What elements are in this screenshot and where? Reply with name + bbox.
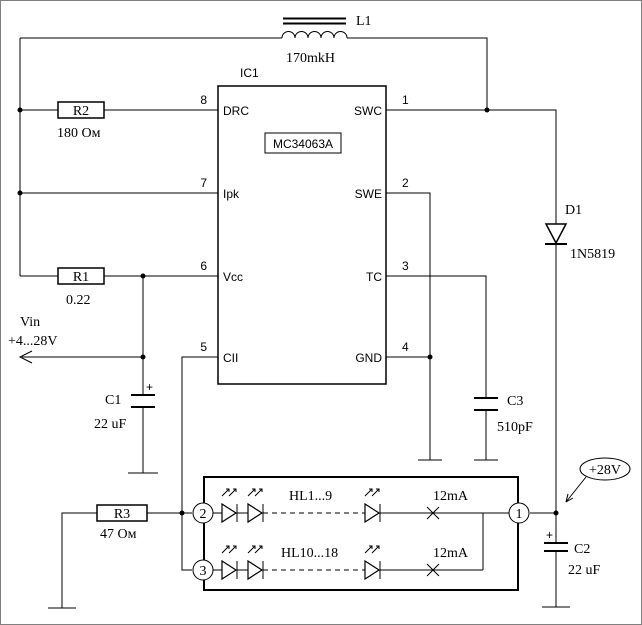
terminal-3-label: 3 xyxy=(200,564,207,579)
diode-d1: D1 1N5819 xyxy=(544,203,615,262)
string-2-current: 12mA xyxy=(433,546,469,561)
resistor-r2: R2 180 Ом xyxy=(57,101,105,141)
r1-value-label: 0.22 xyxy=(66,293,91,308)
pin8-number: 8 xyxy=(200,93,207,107)
inductor-l1: L1 170mkH xyxy=(281,14,372,66)
r2-ref-label: R2 xyxy=(73,104,89,119)
wire-network xyxy=(19,37,570,608)
pin5-name: CII xyxy=(223,351,238,365)
c2-polarity-mark: + xyxy=(546,528,553,542)
r3-value-label: 47 Ом xyxy=(100,527,137,542)
r3-ref-label: R3 xyxy=(114,507,130,522)
ic1-body xyxy=(217,85,387,385)
c2-value-label: 22 uF xyxy=(568,563,601,578)
pin1-name: SWC xyxy=(354,104,382,118)
resistor-r3: R3 47 Ом xyxy=(96,504,148,542)
terminal-1-label: 1 xyxy=(516,507,523,522)
pin6-number: 6 xyxy=(200,259,207,273)
led-string-2: HL10...18 12mA xyxy=(213,545,483,581)
output-voltage: +28V xyxy=(565,457,631,503)
string-2-label: HL10...18 xyxy=(281,546,338,561)
pin1-number: 1 xyxy=(402,93,409,107)
pin2-number: 2 xyxy=(402,176,409,190)
r1-ref-label: R1 xyxy=(73,270,89,285)
ic1-part-label: MC34063A xyxy=(273,137,333,151)
ic1-ref-label: IC1 xyxy=(240,66,259,80)
pin2-name: SWE xyxy=(355,187,382,201)
pin4-number: 4 xyxy=(402,340,409,354)
led-emission-arrows-1 xyxy=(221,488,380,497)
output-voltage-label: +28V xyxy=(589,463,621,478)
c1-value-label: 22 uF xyxy=(94,417,127,432)
pin3-name: TC xyxy=(366,270,382,284)
pin5-number: 5 xyxy=(200,340,207,354)
c1-ref-label: C1 xyxy=(105,393,121,408)
capacitor-c1: + C1 22 uF xyxy=(94,380,155,432)
l1-value-label: 170mkH xyxy=(286,51,335,66)
r2-value-label: 180 Ом xyxy=(57,126,101,141)
ic1-part-box xyxy=(264,132,342,154)
led-string-1: HL1...9 12mA xyxy=(213,488,509,570)
pin6-name: Vcc xyxy=(223,270,243,284)
pin7-name: Ipk xyxy=(223,187,240,201)
resistor-r1: R1 0.22 xyxy=(57,267,105,308)
pin4-name: GND xyxy=(355,351,382,365)
d1-ref-label: D1 xyxy=(565,203,582,218)
pin7-number: 7 xyxy=(200,176,207,190)
ic1-mc34063a: IC1 MC34063A 8 DRC 7 Ipk 6 Vcc 5 CII 1 S… xyxy=(200,66,409,385)
vin-name-label: Vin xyxy=(20,315,40,330)
capacitor-c2: + C2 22 uF xyxy=(544,528,601,578)
d1-part-label: 1N5819 xyxy=(570,247,615,262)
c1-polarity-mark: + xyxy=(146,380,153,394)
string-1-label: HL1...9 xyxy=(289,489,332,504)
capacitor-c3: C3 510pF xyxy=(474,394,533,435)
pin8-name: DRC xyxy=(223,104,249,118)
vin-input: Vin +4...28V xyxy=(8,315,58,364)
terminal-2-label: 2 xyxy=(200,507,207,522)
c3-value-label: 510pF xyxy=(497,420,533,435)
l1-ref-label: L1 xyxy=(356,14,372,29)
pin3-number: 3 xyxy=(402,259,409,273)
string-1-current: 12mA xyxy=(433,489,469,504)
led-emission-arrows-2 xyxy=(221,545,380,554)
c3-ref-label: C3 xyxy=(507,394,523,409)
c2-ref-label: C2 xyxy=(574,542,590,557)
vin-range-label: +4...28V xyxy=(8,334,58,349)
led-module: 2 3 1 HL1...9 xyxy=(192,476,530,591)
